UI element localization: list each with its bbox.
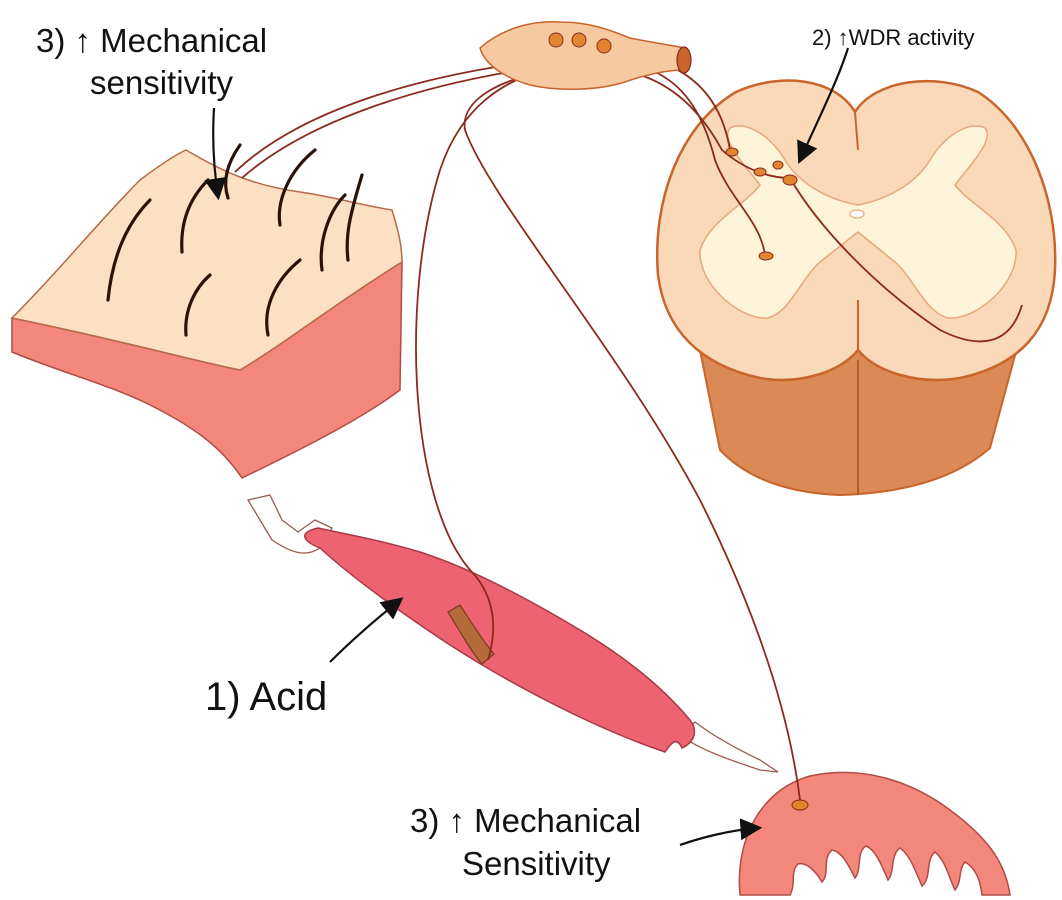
viscera-label-line2: Sensitivity <box>462 845 611 882</box>
ganglion-cell-body-1 <box>549 33 563 47</box>
central-canal <box>850 210 864 218</box>
acid-label: 1) Acid <box>205 675 327 719</box>
visceral-organ-body <box>739 772 1010 895</box>
viscera-label-line1: 3) ↑ Mechanical <box>410 802 641 839</box>
muscle-belly <box>305 528 695 752</box>
skin-label-line2: sensitivity <box>90 64 234 101</box>
ganglion-cell-body-3 <box>597 39 611 53</box>
ganglion-root-cut <box>677 47 691 73</box>
visceral-nerve-terminal <box>792 800 808 810</box>
ganglion-cell-body-2 <box>572 33 586 47</box>
dorsal-root-ganglion <box>480 22 691 90</box>
visceral-organ <box>739 772 1010 895</box>
wdr-activity-label: 2) ↑WDR activity <box>812 25 975 50</box>
ganglion-body <box>480 22 685 90</box>
nerve-skin-fiber <box>235 60 545 172</box>
skin-label-line1: 3) ↑ Mechanical <box>36 22 267 59</box>
arrow-acid <box>330 600 400 662</box>
muscle <box>248 495 778 772</box>
nerve-skin-fiber-2 <box>242 66 548 178</box>
skin-block <box>12 145 402 478</box>
